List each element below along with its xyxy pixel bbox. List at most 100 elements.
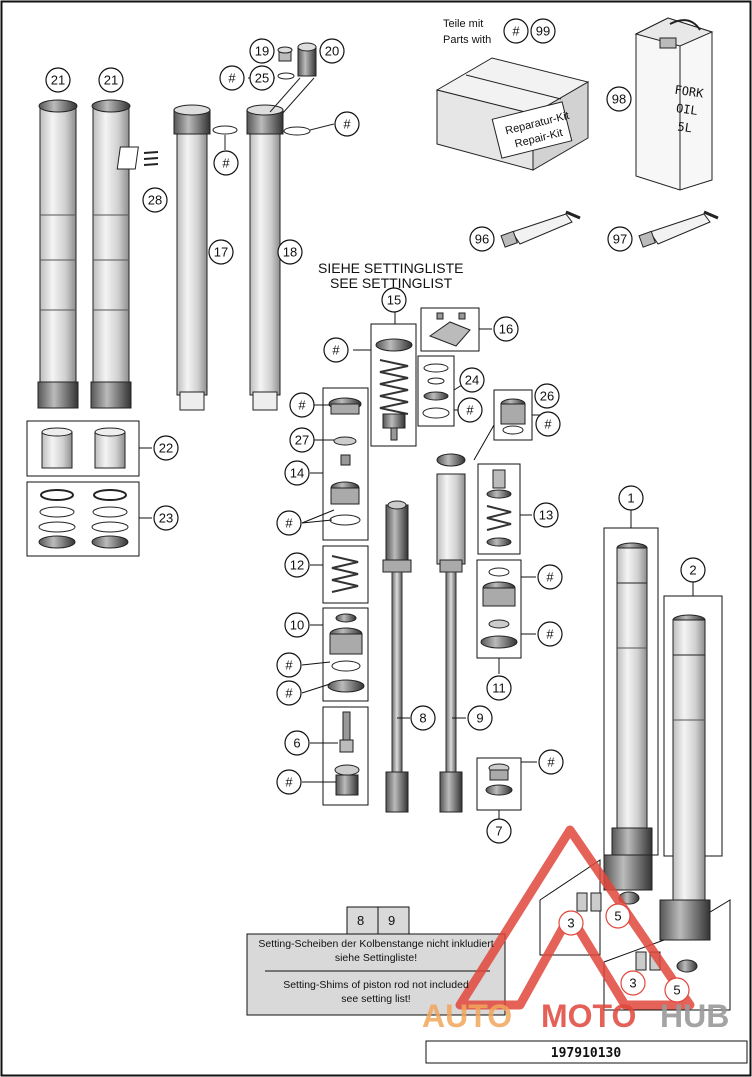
- valve-spring-part: [486, 469, 512, 547]
- callout-circle: [334, 111, 360, 137]
- callout-c9: 9: [467, 705, 493, 731]
- callout-label: 1: [627, 491, 634, 506]
- callout-label: 10: [290, 618, 304, 633]
- callout-c3b: 3: [620, 970, 646, 996]
- callout-label: 15: [387, 293, 401, 308]
- callout-label: 17: [214, 245, 228, 260]
- base-valve-part: [480, 567, 518, 649]
- fork-oil-can: FORK OIL 5L: [634, 17, 714, 191]
- callout-c21b: 21: [98, 67, 124, 93]
- callout-circle: [323, 337, 349, 363]
- callout-hash: #: [276, 652, 302, 678]
- callout-label: 20: [325, 44, 339, 59]
- callout-c21a: 21: [45, 67, 71, 93]
- callout-hash: #: [503, 18, 529, 44]
- callout-label: #: [285, 775, 293, 790]
- callout-c25: 25: [249, 65, 275, 91]
- callout-c2: 2: [680, 557, 706, 583]
- callout-label: 96: [475, 232, 489, 247]
- callout-circle: [289, 392, 315, 418]
- callout-circle: [620, 970, 646, 996]
- callout-circle: [535, 411, 561, 437]
- screw-cap-20: [297, 42, 317, 77]
- callout-circle: [142, 187, 168, 213]
- callout-circle: [537, 564, 563, 590]
- grease-tube-97: [638, 210, 719, 248]
- callout-c96: 96: [469, 226, 495, 252]
- screw-cap-19: [277, 46, 293, 62]
- callout-circle: [558, 910, 584, 936]
- o-ring-part: [212, 125, 238, 135]
- callout-circle: [457, 397, 483, 423]
- callout-label: 22: [159, 441, 173, 456]
- callout-circle: [276, 510, 302, 536]
- callout-circle: [98, 67, 124, 93]
- watermark-hub: HUB: [660, 998, 729, 1034]
- callout-c22: 22: [153, 435, 179, 461]
- footer-code-box: [425, 1040, 748, 1064]
- callout-c28: 28: [142, 187, 168, 213]
- callout-label: 3: [567, 916, 574, 931]
- callout-c20: 20: [319, 38, 345, 64]
- callout-label: 5: [673, 983, 680, 998]
- callout-label: 21: [51, 73, 65, 88]
- callout-c12: 12: [284, 552, 310, 578]
- callout-circle: [493, 316, 519, 342]
- note-de-line1: Setting-Scheiben der Kolbenstange nicht …: [258, 938, 493, 950]
- repair-kit-box: Reparatur-Kit Repair-Kit: [435, 57, 590, 171]
- callout-c8: 8: [410, 705, 436, 731]
- spring-assembly-part: [375, 338, 413, 441]
- outer-tube-right: [90, 99, 132, 409]
- callout-hash: #: [537, 564, 563, 590]
- footer-code: 197910130: [551, 1046, 622, 1061]
- callout-circle: [277, 239, 303, 265]
- spring-part: [331, 555, 359, 593]
- box-part-15: [370, 323, 417, 447]
- callout-label: 12: [290, 558, 304, 573]
- callout-circle: [289, 427, 315, 453]
- washer-part: [277, 72, 295, 80]
- callout-label: #: [298, 398, 306, 413]
- callout-circle: [664, 977, 690, 1003]
- callout-c15: 15: [381, 287, 407, 313]
- callout-label: 18: [283, 245, 297, 260]
- callout-hash: #: [535, 411, 561, 437]
- callout-label: 99: [536, 24, 550, 39]
- callout-c98: 98: [606, 86, 632, 112]
- valve-cap-part: [500, 398, 526, 435]
- callout-circle: [467, 705, 493, 731]
- callout-c14: 14: [284, 460, 310, 486]
- bushing-part: [41, 427, 126, 469]
- callout-label: #: [285, 658, 293, 673]
- axle-area-outline: [539, 859, 601, 956]
- parts-with-en: Parts with: [443, 34, 491, 46]
- box-part-12: [322, 545, 369, 604]
- callout-label: 16: [499, 322, 513, 337]
- callout-label: 19: [255, 44, 269, 59]
- callout-label: #: [544, 417, 552, 432]
- callout-c17: 17: [208, 239, 234, 265]
- callout-c11: 11: [486, 675, 512, 701]
- washer-stack-part: [422, 363, 450, 419]
- callout-circle: [276, 652, 302, 678]
- callout-circle: [459, 367, 485, 393]
- callout-c27: 27: [289, 427, 315, 453]
- callout-label: 28: [148, 193, 162, 208]
- callout-c1: 1: [618, 485, 644, 511]
- callout-c13: 13: [533, 502, 559, 528]
- callout-c19: 19: [249, 38, 275, 64]
- callout-label: 13: [539, 508, 553, 523]
- box-part-10: [322, 607, 369, 702]
- decal-part: [116, 146, 159, 170]
- callout-label: 24: [465, 373, 479, 388]
- callout-c23: 23: [153, 505, 179, 531]
- callout-label: #: [546, 570, 554, 585]
- callout-circle: [486, 818, 512, 844]
- note-en-line1: Setting-Shims of piston rod not included: [283, 979, 469, 991]
- note-tab-8: 8: [357, 913, 364, 928]
- callout-c16: 16: [493, 316, 519, 342]
- box-part-24: [417, 355, 455, 427]
- callout-label: 9: [476, 711, 483, 726]
